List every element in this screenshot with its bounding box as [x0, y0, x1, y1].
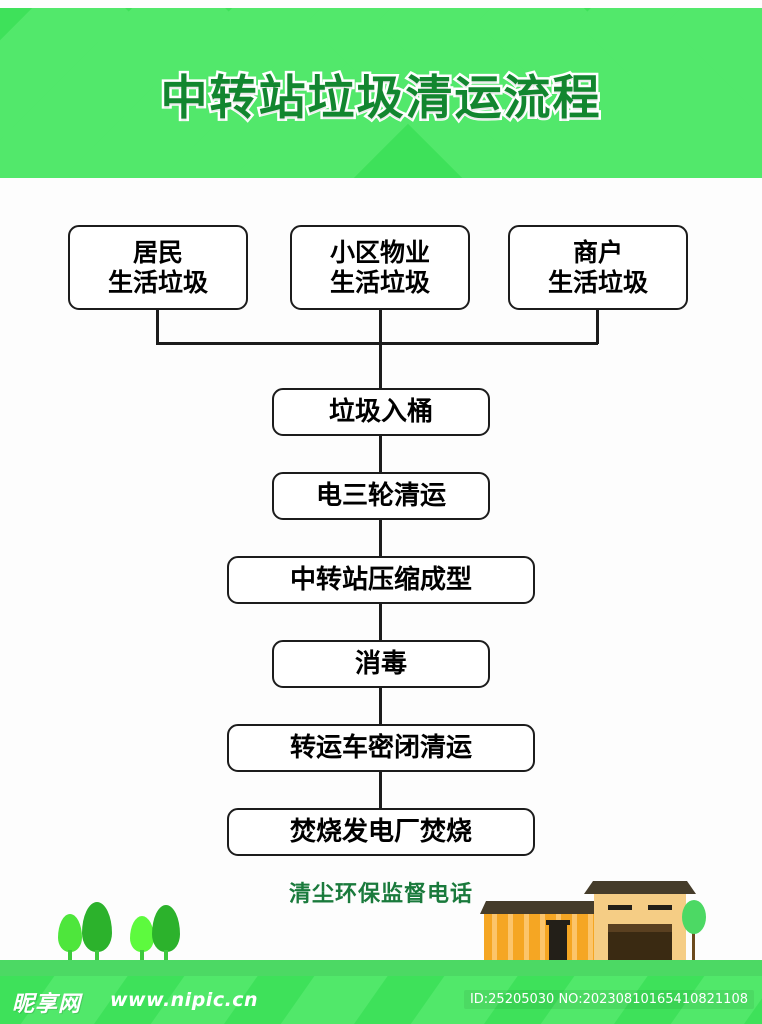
- house-main-roof: [584, 881, 696, 894]
- house-illustration: [480, 881, 706, 960]
- flow-node-step-4[interactable]: 消毒: [272, 640, 490, 688]
- flowchart: 居民 生活垃圾 小区物业 生活垃圾 商户 生活垃圾 垃圾入桶 电三轮清运 中转站…: [0, 178, 762, 918]
- house-window: [648, 905, 672, 910]
- scenery-illustration: [0, 881, 762, 976]
- house-wing-wall: [484, 914, 602, 960]
- flow-node-line1: 居民: [132, 238, 183, 267]
- house-wing-stripe: [540, 914, 545, 960]
- flow-node-label: 垃圾入桶: [328, 396, 433, 427]
- tree-icon: [82, 902, 112, 960]
- flow-node-line2: 生活垃圾: [547, 267, 648, 297]
- house-wing-stripe: [508, 914, 513, 960]
- footer-bar: 昵享网 www.nipic.cn ID:25205030 NO:20230810…: [0, 976, 762, 1024]
- flow-node-step-6[interactable]: 焚烧发电厂焚烧: [227, 808, 535, 856]
- grass-strip: [0, 960, 762, 976]
- flow-node-label: 中转站压缩成型: [289, 564, 472, 595]
- house-garage-door-top: [608, 924, 672, 932]
- house-wing-stripe: [572, 914, 577, 960]
- connector-horizontal-bus: [156, 342, 598, 345]
- connector-center-drop: [379, 310, 382, 388]
- flow-node-step-2[interactable]: 电三轮清运: [272, 472, 490, 520]
- flow-node-step-1[interactable]: 垃圾入桶: [272, 388, 490, 436]
- flow-node-source-property[interactable]: 小区物业 生活垃圾: [290, 225, 470, 310]
- tree-icon: [152, 905, 180, 960]
- flow-node-source-resident[interactable]: 居民 生活垃圾: [68, 225, 248, 310]
- flow-node-step-5[interactable]: 转运车密闭清运: [227, 724, 535, 772]
- tree-trunk: [692, 910, 695, 960]
- flow-node-label: 焚烧发电厂焚烧: [289, 816, 472, 847]
- flow-node-source-merchant[interactable]: 商户 生活垃圾: [508, 225, 688, 310]
- tree-trunk: [164, 950, 168, 960]
- brand-logo[interactable]: 昵享网: [12, 992, 82, 1017]
- connector-step3-step4: [379, 604, 382, 640]
- flow-node-line1: 小区物业: [329, 238, 430, 267]
- tree-crown: [82, 902, 112, 952]
- hotline-caption: 清尘环保监督电话: [288, 882, 473, 907]
- tree-icon: [130, 916, 154, 960]
- house-wing-stripe: [492, 914, 497, 960]
- asset-id-label: ID:25205030 NO:20230810165410821108: [463, 990, 754, 1009]
- tree-icon: [58, 914, 82, 960]
- tree-crown: [682, 900, 706, 934]
- flow-node-line2: 生活垃圾: [107, 267, 208, 297]
- house-window: [608, 905, 632, 910]
- tree-trunk: [68, 950, 72, 960]
- connector-step1-step2: [379, 436, 382, 472]
- tree-trunk: [140, 950, 144, 960]
- tree-crown: [130, 916, 154, 952]
- connector-step2-step3: [379, 520, 382, 556]
- tree-crown: [152, 905, 180, 952]
- footer-stripe: [271, 976, 389, 1024]
- flow-node-label: 电三轮清运: [315, 480, 446, 511]
- page-title: 中转站垃圾清运流程: [158, 68, 602, 128]
- tree-trunk: [95, 950, 99, 960]
- trash-bin-lid-icon: [546, 920, 570, 925]
- flow-node-label: 消毒: [354, 648, 407, 679]
- flow-node-step-3[interactable]: 中转站压缩成型: [227, 556, 535, 604]
- flow-node-label: 转运车密闭清运: [289, 732, 472, 763]
- brand-url[interactable]: www.nipic.cn: [110, 989, 259, 1011]
- connector-step4-step5: [379, 688, 382, 724]
- house-wing-stripe: [524, 914, 529, 960]
- house-wing-roof: [480, 901, 608, 914]
- header-banner: 中转站垃圾清运流程: [0, 8, 762, 178]
- trash-bin-icon: [549, 924, 567, 960]
- connector-step5-step6: [379, 772, 382, 808]
- connector-right-drop: [596, 310, 599, 344]
- flow-node-line2: 生活垃圾: [329, 267, 430, 297]
- connector-left-drop: [156, 310, 159, 344]
- flow-node-line1: 商户: [572, 238, 623, 267]
- tree-crown: [58, 914, 82, 952]
- house-wing-stripe: [588, 914, 593, 960]
